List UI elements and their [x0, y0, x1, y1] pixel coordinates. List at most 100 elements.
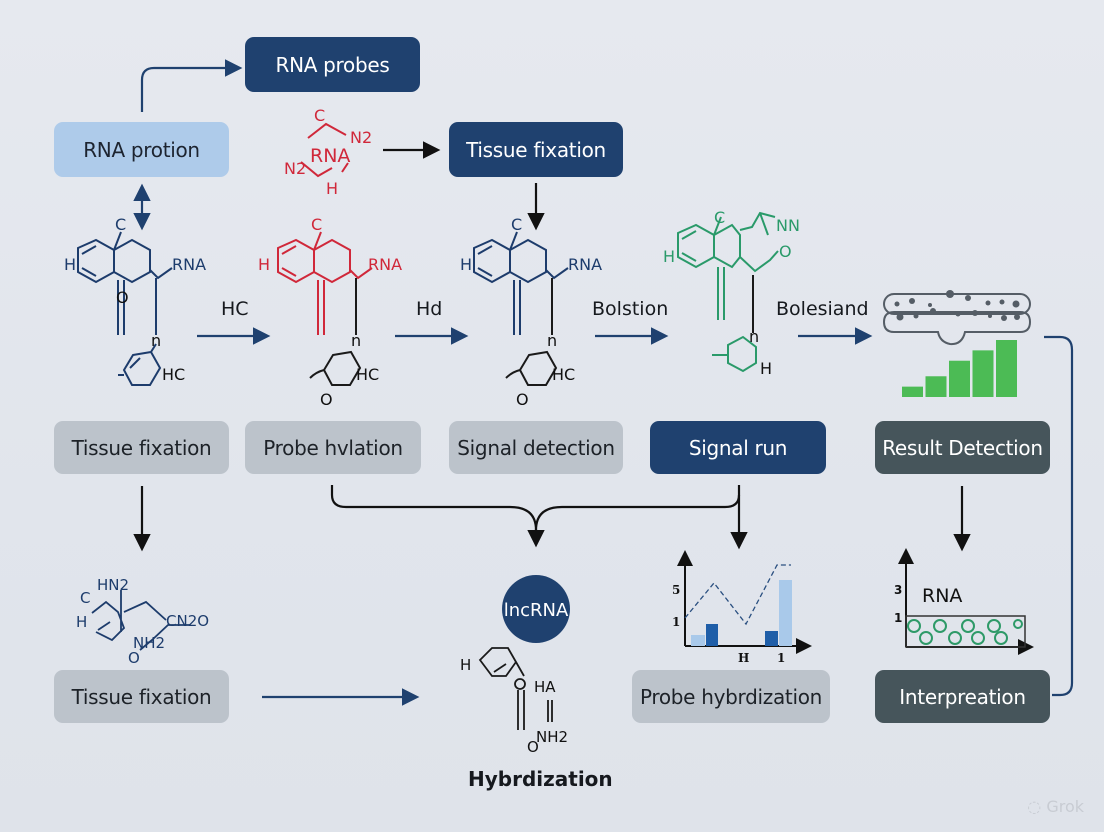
atom-label: H	[460, 656, 471, 674]
rna-circle	[933, 619, 947, 633]
atom-label: NH2	[536, 728, 568, 746]
rna-circle	[907, 619, 921, 633]
signal-detection-box[interactable]: Signal detection	[449, 421, 623, 474]
atom-label: H	[258, 255, 270, 274]
atom-label: NN	[776, 216, 800, 235]
hybrdization-caption: Hybrdization	[468, 767, 613, 791]
rna-chart-y-tick: 3	[894, 583, 902, 597]
atom-label: C	[311, 215, 322, 234]
atom-label: H	[326, 179, 338, 198]
atom-label: RNA	[310, 145, 350, 167]
probe-hybrdization-box[interactable]: Probe hybrdization	[632, 670, 830, 723]
tissue-fixation-row3-box[interactable]: Tissue fixation	[54, 670, 229, 723]
result-detection-box[interactable]: Result Detection	[875, 421, 1050, 474]
atom-label: H	[460, 255, 472, 274]
probe-bar	[779, 580, 792, 646]
probe-bar	[691, 635, 705, 646]
atom-label: n	[547, 331, 557, 350]
signal-bar-chart	[902, 340, 1017, 397]
rna-chart-label: RNA	[922, 585, 962, 607]
rna-circle	[1013, 619, 1023, 629]
molecule-2	[277, 231, 373, 386]
rna-circle	[994, 631, 1008, 645]
probe-chart-y-tick: 1	[672, 615, 680, 629]
brace-left	[330, 485, 545, 548]
probe-hvlation-box[interactable]: Probe hvlation	[245, 421, 421, 474]
interpreation-box[interactable]: Interpreation	[875, 670, 1050, 723]
rna-circle	[919, 631, 933, 645]
atom-label: O	[320, 390, 333, 409]
signal-run-box[interactable]: Signal run	[650, 421, 826, 474]
probe-chart	[677, 550, 808, 646]
arrow-label-bolesiand: Bolesiand	[776, 298, 869, 320]
atom-label: RNA	[172, 255, 206, 274]
atom-label: C	[511, 215, 522, 234]
molecule-bottom-left	[91, 590, 190, 651]
tissue-fixation-top-box[interactable]: Tissue fixation	[449, 122, 623, 177]
atom-label: n	[351, 331, 361, 350]
atom-label: HA	[534, 678, 556, 696]
atom-label: NH2	[133, 634, 165, 652]
grok-watermark: ◌ Grok	[1027, 797, 1084, 816]
lncrna-node-circle	[502, 575, 570, 643]
atom-label: N2	[284, 159, 306, 178]
rna-chart	[898, 548, 1030, 647]
signal-bar	[902, 386, 923, 397]
atom-label: C	[115, 215, 126, 234]
right-loop-connector	[1044, 335, 1074, 697]
rna-chart-y-tick: 1	[894, 611, 902, 625]
atom-label: CN2O	[166, 612, 209, 630]
molecule-bottom-center	[478, 647, 553, 730]
rna-circle	[971, 631, 985, 645]
probe-chart-x-tick: 1	[777, 651, 785, 665]
arrow-label-hd: Hd	[416, 298, 443, 320]
tissue-fixation-row2-box[interactable]: Tissue fixation	[54, 421, 229, 474]
atom-label: C	[314, 106, 325, 125]
molecule-3	[473, 231, 569, 386]
arrow-label-bolstion: Bolstion	[592, 298, 669, 320]
molecule-structure	[77, 231, 173, 386]
atom-label: O	[516, 390, 529, 409]
molecule-1	[77, 231, 173, 386]
atom-label: n	[749, 327, 759, 346]
atom-label: O	[128, 649, 140, 667]
atom-label: HC	[162, 365, 185, 384]
rna-circle	[948, 631, 962, 645]
rna-protion-box[interactable]: RNA protion	[54, 122, 229, 177]
probe-bar	[765, 631, 778, 646]
signal-bar	[996, 340, 1017, 397]
atom-label: H	[760, 359, 772, 378]
signal-bar	[925, 376, 947, 397]
rna-probes-box[interactable]: RNA probes	[245, 37, 420, 92]
atom-label: HC	[356, 365, 379, 384]
rna-circle	[987, 619, 1001, 633]
signal-bar	[972, 350, 994, 397]
arrow-label-hc: HC	[221, 298, 249, 320]
atom-label: RNA	[568, 255, 602, 274]
probe-chart-x-tick: H	[738, 651, 749, 665]
atom-label: H	[663, 247, 675, 266]
atom-label: RNA	[368, 255, 402, 274]
molecule-red-top	[300, 122, 349, 178]
brace-right	[534, 485, 741, 531]
atom-label: HC	[552, 365, 575, 384]
atom-label: O	[779, 242, 792, 261]
lncrna-node-label: lncRNA	[504, 600, 569, 621]
atom-label: n	[151, 331, 161, 350]
probe-chart-y-tick: 5	[672, 583, 680, 597]
atom-label: H	[76, 613, 87, 631]
atom-label: N2	[350, 128, 372, 147]
arrow-protion-to-probes	[140, 59, 243, 112]
atom-label: O	[116, 288, 129, 307]
signal-bar	[949, 360, 970, 397]
atom-label: H	[64, 255, 76, 274]
atom-label: C	[80, 589, 90, 607]
probe-dashed-line	[684, 564, 791, 626]
atom-label: O	[527, 738, 539, 756]
atom-label: C	[714, 208, 725, 227]
atom-label: HN2	[97, 576, 129, 594]
probe-bar	[706, 624, 718, 646]
watermark-text: Grok	[1046, 797, 1084, 816]
molecule-green	[677, 211, 779, 373]
